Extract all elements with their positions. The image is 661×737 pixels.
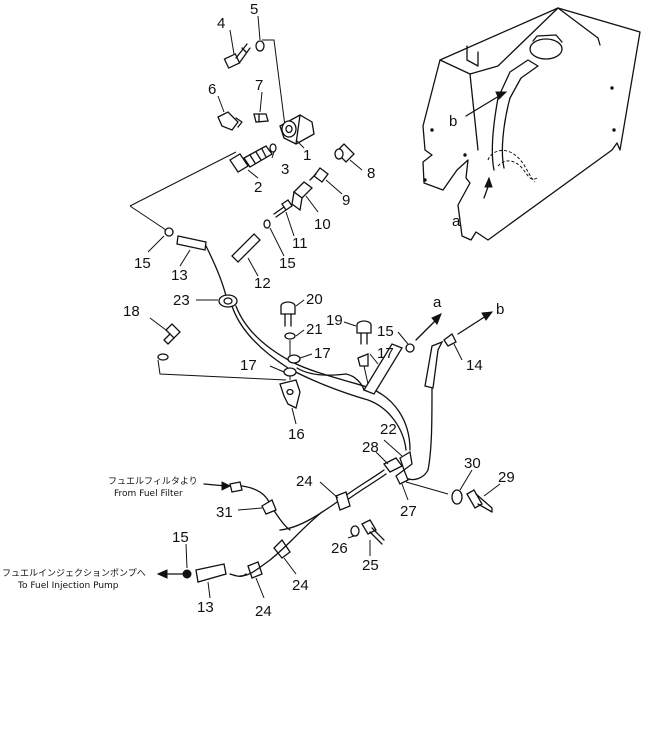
callout-16: 16 bbox=[288, 426, 305, 443]
hose-section-upper bbox=[129, 151, 261, 297]
part-clamp-22 bbox=[399, 450, 413, 472]
part-hose-13a bbox=[176, 235, 207, 251]
part-washer-15a bbox=[263, 219, 271, 229]
callout-a-lower: a bbox=[433, 294, 442, 311]
callout-b-tank: b bbox=[449, 113, 457, 130]
callout-17-left: 17 bbox=[314, 345, 331, 362]
callout-9: 9 bbox=[342, 192, 350, 209]
caption-to-pump-en: To Fuel Injection Pump bbox=[17, 581, 119, 591]
callout-22: 22 bbox=[380, 421, 397, 438]
part-oring-3 bbox=[269, 143, 277, 153]
callout-a-tank: a bbox=[452, 213, 461, 230]
callout-15-lower: 15 bbox=[172, 529, 189, 546]
part-washer-15c bbox=[405, 343, 415, 353]
part-bolt-18 bbox=[163, 323, 181, 345]
upper-fitting-group bbox=[217, 39, 355, 229]
part-bolt-11 bbox=[273, 199, 293, 218]
part-bolt-20 bbox=[280, 301, 296, 327]
part-nut-19 bbox=[357, 353, 369, 367]
leader-lines bbox=[147, 15, 501, 599]
part-valve-1 bbox=[279, 114, 315, 145]
callout-8: 8 bbox=[367, 165, 375, 182]
callout-31: 31 bbox=[216, 504, 233, 521]
caption-from-filter-en: From Fuel Filter bbox=[114, 489, 183, 499]
part-clip-17c bbox=[283, 367, 297, 377]
part-adapter-2 bbox=[229, 145, 273, 173]
callout-15-left: 15 bbox=[134, 255, 151, 272]
part-fitting-31a bbox=[229, 481, 243, 493]
part-clip-17a bbox=[287, 354, 301, 364]
callout-24-mid: 24 bbox=[296, 473, 313, 490]
return-line-b bbox=[405, 311, 494, 481]
callout-27: 27 bbox=[400, 503, 417, 520]
part-clip-15d bbox=[182, 569, 192, 579]
callout-30: 30 bbox=[464, 455, 481, 472]
part-bolt-19 bbox=[356, 320, 372, 345]
callout-17-lower: 17 bbox=[240, 357, 257, 374]
part-clip-14 bbox=[443, 333, 457, 347]
callout-20: 20 bbox=[306, 291, 323, 308]
callout-24-lower-right: 24 bbox=[292, 577, 309, 594]
callout-17-right: 17 bbox=[377, 345, 394, 362]
main-fuel-line bbox=[218, 294, 411, 451]
part-washer-21 bbox=[284, 332, 296, 340]
part-hose-return bbox=[424, 340, 444, 389]
callout-14: 14 bbox=[466, 357, 483, 374]
callout-19: 19 bbox=[326, 312, 343, 329]
part-fitting-7 bbox=[253, 113, 269, 123]
callout-18: 18 bbox=[123, 303, 140, 320]
caption-from-filter-jp: フュエルフィルタより bbox=[108, 476, 198, 487]
callout-11: 11 bbox=[292, 235, 308, 252]
part-hose-13b bbox=[195, 563, 227, 583]
callout-13-upper: 13 bbox=[171, 267, 188, 284]
callout-labels: 4 5 6 7 1 3 2 8 9 10 11 15 12 13 15 23 1… bbox=[123, 1, 515, 620]
part-hose-17b bbox=[363, 343, 403, 395]
callout-26: 26 bbox=[331, 540, 348, 557]
part-block-10 bbox=[291, 181, 313, 212]
callout-3: 3 bbox=[281, 161, 289, 178]
callout-2: 2 bbox=[254, 179, 262, 196]
callout-24-lower-left: 24 bbox=[255, 603, 272, 620]
lower-fuel-line bbox=[156, 450, 493, 583]
callout-15-mid: 15 bbox=[377, 323, 394, 340]
callout-13-lower: 13 bbox=[197, 599, 214, 616]
callout-1: 1 bbox=[303, 147, 311, 164]
callout-4: 4 bbox=[217, 15, 225, 32]
callout-21: 21 bbox=[306, 321, 323, 338]
part-bolt-29 bbox=[466, 489, 493, 513]
part-fitting-31 bbox=[261, 499, 277, 515]
part-bolt-25 bbox=[361, 519, 385, 545]
flow-captions: フュエルフィルタより From Fuel Filter フュエルインジェクション… bbox=[2, 476, 198, 591]
callout-29: 29 bbox=[498, 469, 515, 486]
callout-5: 5 bbox=[250, 1, 258, 18]
part-bolt-4 bbox=[223, 43, 251, 69]
callout-6: 6 bbox=[208, 81, 216, 98]
callout-23: 23 bbox=[173, 292, 190, 309]
clamp-section-middle bbox=[157, 301, 442, 409]
part-washer-26 bbox=[350, 525, 360, 537]
callout-b-lower: b bbox=[496, 301, 504, 318]
part-clip-15b bbox=[164, 227, 174, 237]
caption-to-pump-jp: フュエルインジェクションポンプへ bbox=[2, 568, 146, 579]
part-fitting-6 bbox=[217, 111, 243, 131]
fuel-tank bbox=[422, 7, 641, 241]
part-washer-30 bbox=[451, 489, 463, 505]
part-joint-28 bbox=[383, 457, 403, 473]
part-fitting-9 bbox=[309, 167, 329, 183]
part-nipple-8 bbox=[334, 143, 355, 163]
callout-25: 25 bbox=[362, 557, 379, 574]
callout-12: 12 bbox=[254, 275, 271, 292]
callout-28: 28 bbox=[362, 439, 379, 456]
part-washer-5 bbox=[255, 40, 265, 52]
part-washer-18 bbox=[157, 353, 169, 361]
part-clamp-24a bbox=[335, 491, 351, 511]
part-clamp-27 bbox=[395, 468, 409, 485]
callout-10: 10 bbox=[314, 216, 331, 233]
callout-7: 7 bbox=[255, 77, 263, 94]
part-hose-12 bbox=[231, 233, 261, 263]
part-bracket-16 bbox=[279, 379, 301, 409]
callout-15-upper: 15 bbox=[279, 255, 296, 272]
